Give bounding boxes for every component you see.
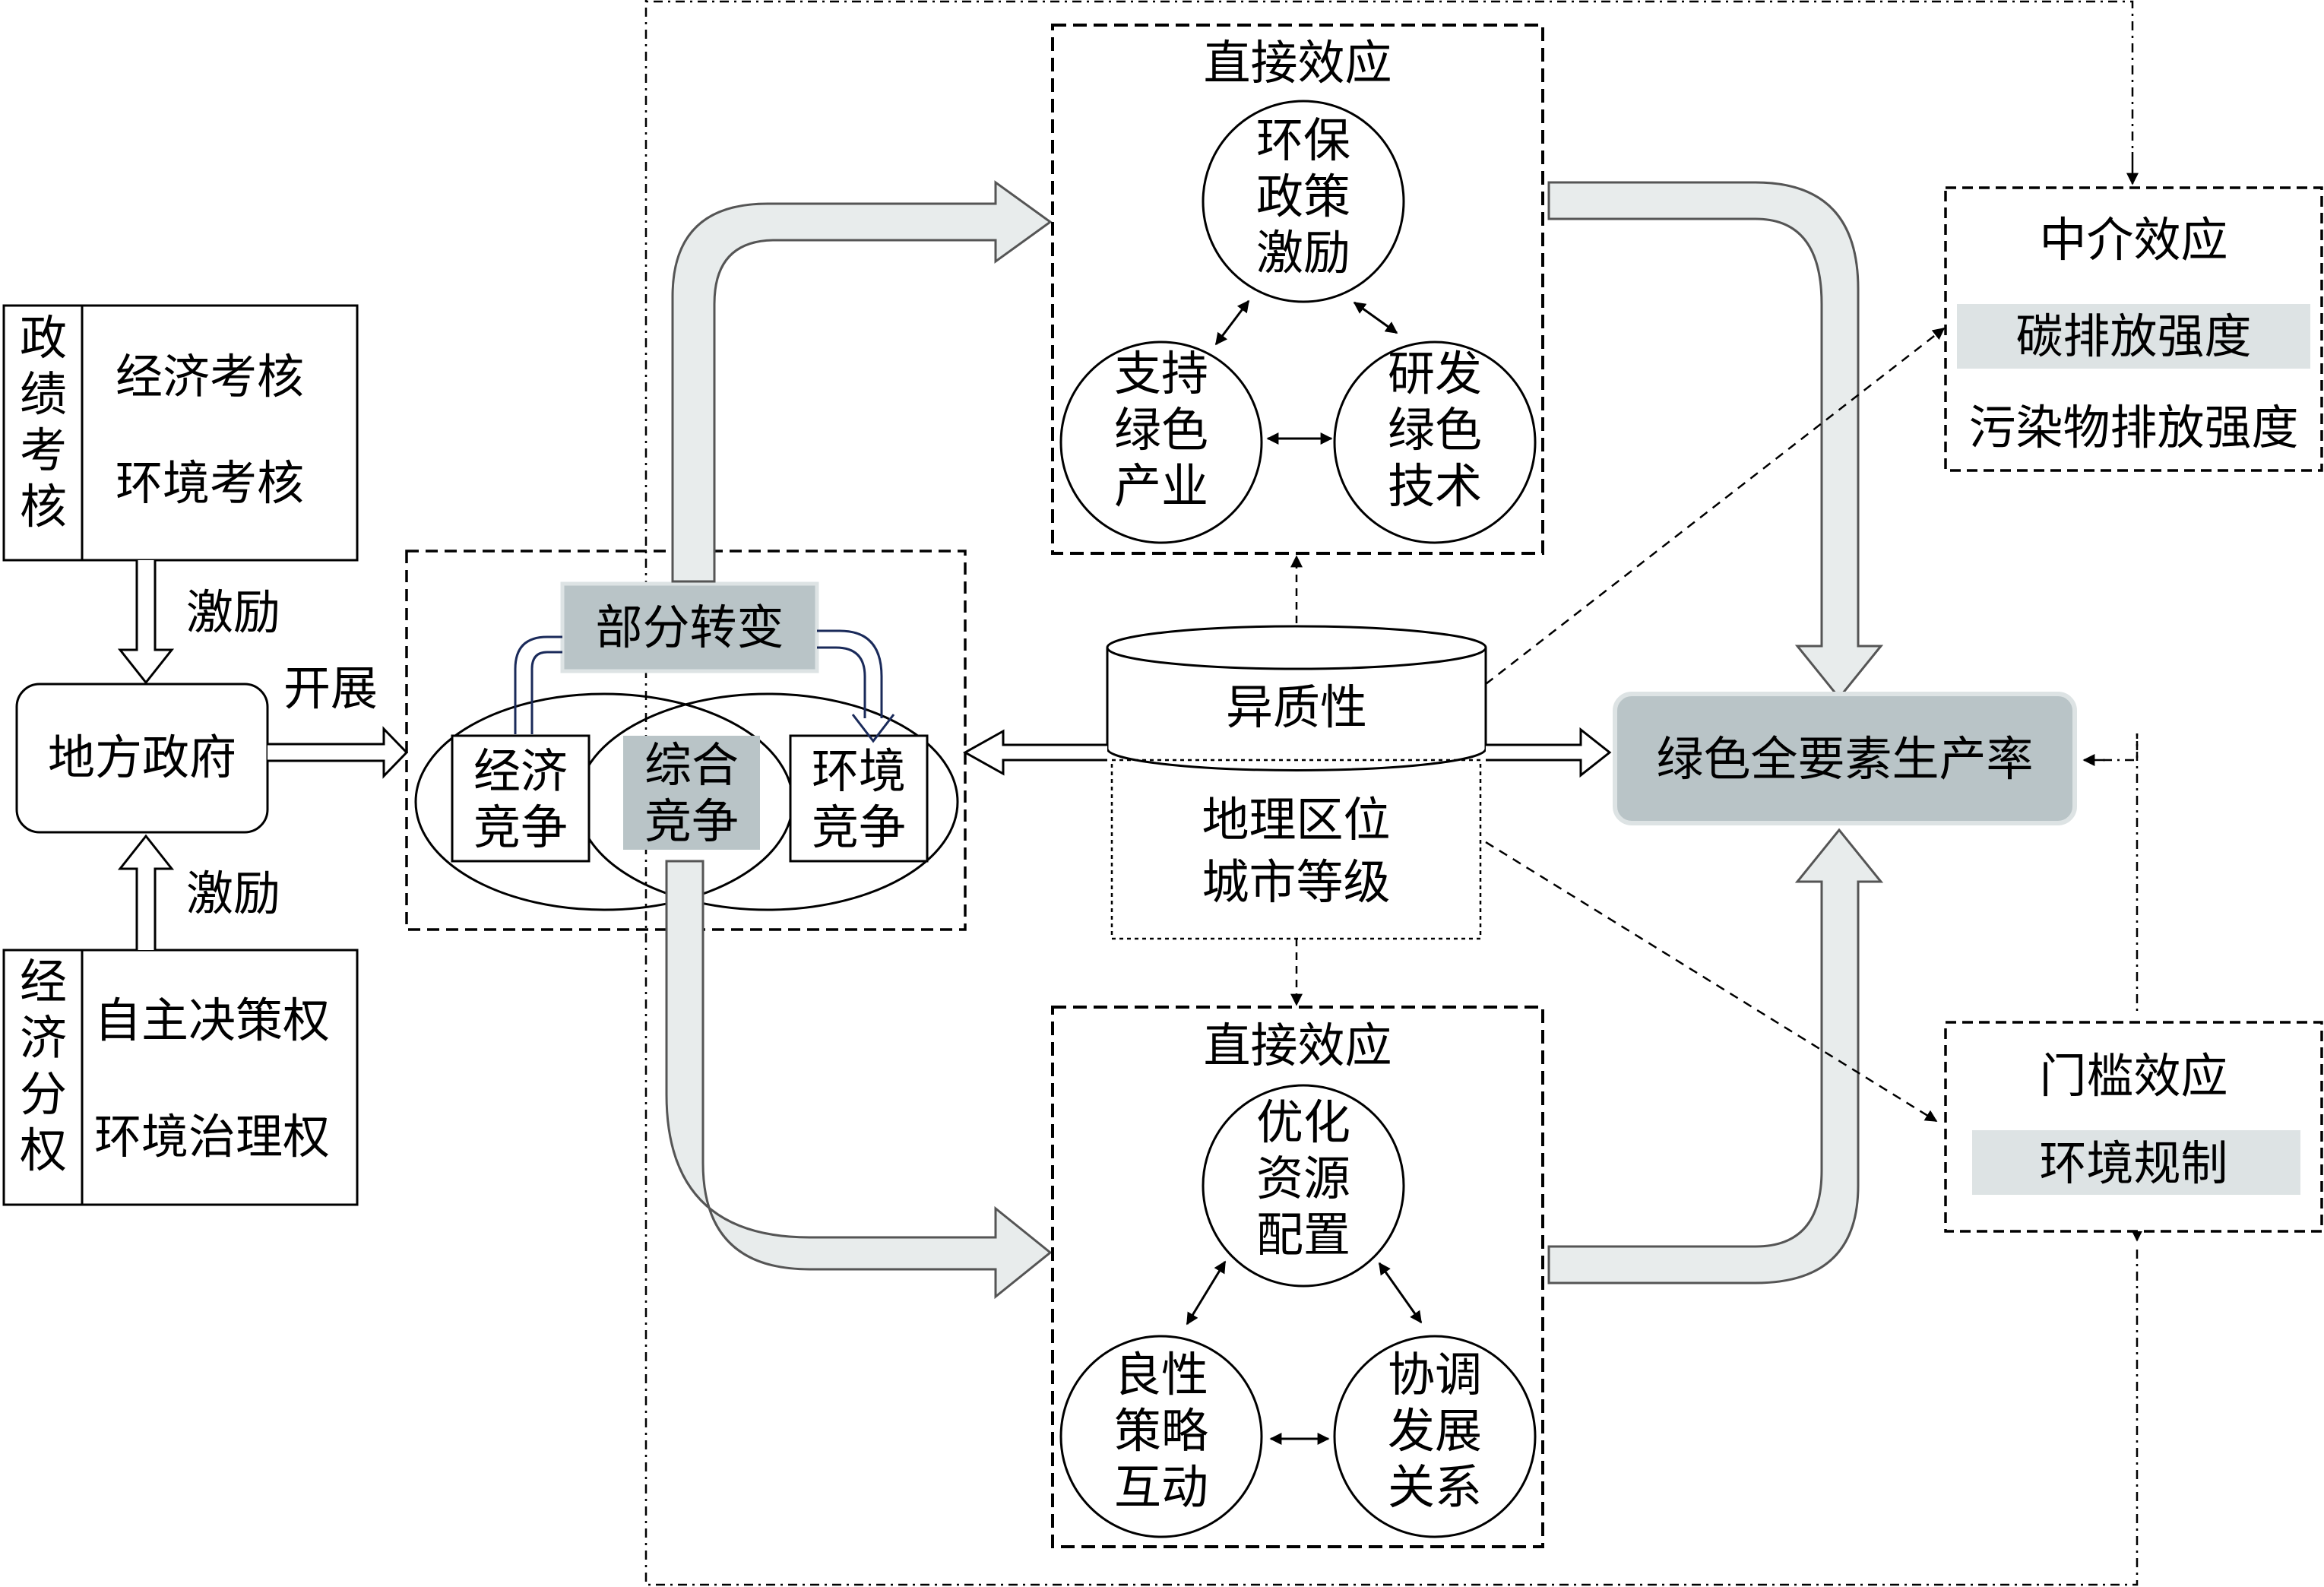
bottom-center-label: 优化资源配置	[1255, 1094, 1350, 1262]
arrow-incentive-down	[117, 560, 175, 685]
environmental-governance-label: 环境治理权	[94, 1109, 331, 1164]
top-left-label: 支持绿色产业	[1113, 346, 1208, 514]
economic-competition-label: 经济竞争	[473, 743, 568, 855]
performance-title: 政 绩 考 核	[19, 310, 67, 534]
environmental-regulation-label: 环境规制	[2039, 1136, 2228, 1191]
economic-assessment-label: 经济考核	[116, 349, 305, 404]
carry-out-label: 开展	[283, 660, 378, 716]
bottom-right-label: 协调发展关系	[1387, 1347, 1482, 1515]
performance-box	[2, 304, 359, 562]
direct-effect-top-title: 直接效应	[1203, 35, 1392, 90]
partial-shift-label: 部分转变	[595, 600, 784, 655]
heterogeneity-cylinder	[1106, 648, 1487, 771]
geographic-location-label: 地理区位	[1202, 792, 1391, 847]
circle-top-right	[1333, 341, 1537, 544]
decentralization-box	[2, 949, 359, 1206]
shift-arrow-right	[817, 629, 883, 718]
incentive-label-bottom: 激励	[186, 866, 281, 921]
heterogeneity-dotted-box	[1110, 759, 1482, 940]
top-center-label: 环保政策激励	[1255, 112, 1350, 280]
local-government-label: 地方政府	[47, 730, 236, 785]
gtfp-label: 绿色全要素生产率	[1656, 731, 2034, 787]
economic-competition-box	[451, 734, 590, 863]
bottom-left-label: 良性策略互动	[1113, 1347, 1208, 1515]
arrow-heterogeneity-left	[962, 729, 1107, 776]
environmental-competition-box	[789, 734, 929, 863]
decentralization-title: 经 济 分 权	[19, 954, 67, 1178]
threshold-effect-box	[1944, 1021, 2323, 1233]
big-arrow-from-bottom-effect	[1547, 828, 1884, 1284]
environmental-competition-label: 环境竞争	[811, 743, 906, 855]
top-right-label: 研发绿色技术	[1387, 346, 1482, 514]
direct-effect-bottom-title: 直接效应	[1203, 1018, 1392, 1073]
autonomous-decision-label: 自主决策权	[94, 993, 331, 1048]
city-level-label: 城市等级	[1202, 854, 1391, 910]
circle-bottom-left	[1059, 1335, 1263, 1538]
comprehensive-competition-box	[623, 736, 760, 850]
big-arrow-to-top-effect	[671, 180, 1053, 583]
arrow-carry-out	[268, 726, 409, 779]
partial-shift-box	[560, 581, 819, 673]
pollutant-intensity-label: 污染物排放强度	[1968, 400, 2299, 455]
circle-top-left	[1059, 341, 1263, 544]
arrow-heterogeneity-right	[1486, 727, 1612, 778]
heterogeneity-label: 异质性	[1225, 679, 1367, 735]
arrow-incentive-up	[117, 834, 175, 950]
shift-arrow-left	[514, 635, 562, 734]
environmental-assessment-label: 环境考核	[116, 455, 305, 511]
outer-dotted-frame	[644, 0, 2139, 1586]
mediating-effect-title: 中介效应	[2039, 212, 2228, 268]
comprehensive-competition-label: 综合竞争	[644, 737, 739, 849]
incentive-label-top: 激励	[186, 584, 281, 640]
threshold-effect-title: 门槛效应	[2039, 1048, 2228, 1104]
circle-bottom-center	[1202, 1084, 1405, 1288]
big-arrow-to-bottom-effect	[669, 861, 1050, 1256]
big-arrow-from-top-effect	[1547, 181, 1884, 700]
circle-top-center	[1202, 100, 1405, 303]
carbon-intensity-label: 碳排放强度	[2015, 309, 2252, 364]
gtfp-box	[1613, 692, 2077, 825]
circle-bottom-right	[1333, 1335, 1537, 1538]
